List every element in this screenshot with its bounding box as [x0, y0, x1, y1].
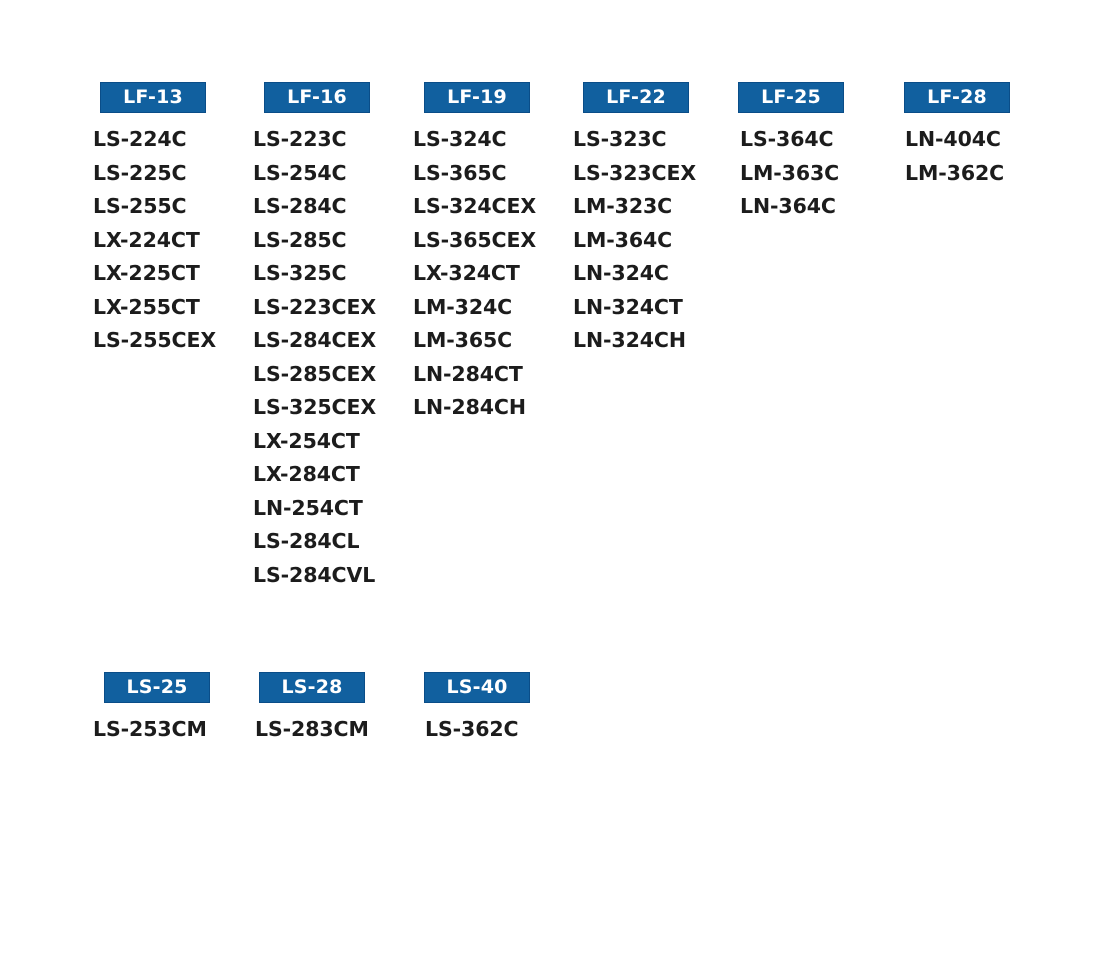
list-item: LS-325CEX	[253, 395, 377, 419]
list-item: LS-253CM	[93, 717, 207, 741]
list-item: LN-364C	[740, 194, 836, 218]
group-badge-5[interactable]: LF-28	[904, 82, 1010, 113]
group-badge-7[interactable]: LS-28	[259, 672, 365, 703]
group-item-list-4: LS-364C LM-363C LN-364C	[740, 123, 844, 224]
list-item: LS-285CEX	[253, 361, 377, 386]
list-item: LX-284CT	[253, 462, 360, 486]
list-item: LM-324C	[413, 294, 513, 319]
list-item: LS-325C	[253, 261, 347, 285]
list-item: LN-284CT	[413, 361, 523, 386]
group-badge-2[interactable]: LF-19	[424, 82, 530, 113]
list-item: LS-254C	[253, 160, 347, 185]
group-badge-4[interactable]: LF-25	[738, 82, 844, 113]
group-block-7: LS-28 LS-283CM	[255, 672, 369, 747]
list-item: LS-284CEX	[253, 328, 377, 352]
group-block-4: LF-25 LS-364C LM-363C LN-364C	[738, 82, 844, 224]
group-block-2: LF-19 LS-324C LS-365C LS-324CEX LS-365CE…	[413, 82, 536, 425]
list-item: LS-365CEX	[413, 227, 537, 252]
list-item: LS-324CEX	[413, 194, 537, 218]
list-item: LS-223CEX	[253, 294, 377, 319]
list-item: LN-284CH	[413, 395, 526, 419]
group-badge-6[interactable]: LS-25	[104, 672, 210, 703]
group-block-6: LS-25 LS-253CM	[93, 672, 210, 747]
list-item: LS-362C	[425, 717, 519, 741]
list-item: LS-255CEX	[93, 328, 217, 352]
list-item: LM-365C	[413, 328, 513, 352]
list-item: LS-364C	[740, 127, 834, 151]
group-item-list-6: LS-253CM	[93, 713, 210, 747]
group-badge-0[interactable]: LF-13	[100, 82, 206, 113]
list-item: LX-255CT	[93, 294, 200, 319]
list-item: LN-404C	[905, 127, 1001, 151]
list-item: LS-324C	[413, 127, 507, 151]
group-item-list-1: LS-223C LS-254C LS-284C LS-285C LS-325C …	[253, 123, 376, 592]
list-item: LS-323C	[573, 127, 667, 151]
list-item: LN-324C	[573, 261, 669, 285]
list-item: LS-283CM	[255, 717, 369, 741]
group-item-list-3: LS-323C LS-323CEX LM-323C LM-364C LN-324…	[573, 123, 696, 358]
list-item: LN-254CT	[253, 495, 363, 520]
list-item: LS-223C	[253, 127, 347, 151]
list-item: LS-284CVL	[253, 562, 376, 587]
list-item: LN-324CH	[573, 328, 686, 352]
list-item: LS-285C	[253, 227, 347, 252]
list-item: LS-323CEX	[573, 160, 697, 185]
list-item: LX-254CT	[253, 428, 360, 453]
group-item-list-5: LN-404C LM-362C	[905, 123, 1010, 190]
list-item: LN-324CT	[573, 294, 683, 319]
list-item: LX-225CT	[93, 261, 200, 285]
group-badge-8[interactable]: LS-40	[424, 672, 530, 703]
list-item: LM-362C	[905, 160, 1005, 185]
group-block-5: LF-28 LN-404C LM-362C	[904, 82, 1010, 190]
list-item: LM-363C	[740, 160, 840, 185]
list-item: LM-364C	[573, 227, 673, 252]
list-item: LS-284C	[253, 194, 347, 218]
group-item-list-0: LS-224C LS-225C LS-255C LX-224CT LX-225C…	[93, 123, 216, 358]
list-item: LX-324CT	[413, 261, 520, 285]
list-item: LS-224C	[93, 127, 187, 151]
group-badge-3[interactable]: LF-22	[583, 82, 689, 113]
list-item: LM-323C	[573, 194, 673, 218]
group-block-1: LF-16 LS-223C LS-254C LS-284C LS-285C LS…	[253, 82, 376, 592]
group-item-list-7: LS-283CM	[255, 713, 369, 747]
group-block-8: LS-40 LS-362C	[424, 672, 530, 747]
list-item: LS-225C	[93, 160, 187, 185]
list-item: LX-224CT	[93, 227, 200, 252]
group-item-list-2: LS-324C LS-365C LS-324CEX LS-365CEX LX-3…	[413, 123, 536, 425]
list-item: LS-365C	[413, 160, 507, 185]
group-item-list-8: LS-362C	[425, 713, 530, 747]
group-badge-1[interactable]: LF-16	[264, 82, 370, 113]
group-block-0: LF-13 LS-224C LS-225C LS-255C LX-224CT L…	[93, 82, 216, 358]
group-block-3: LF-22 LS-323C LS-323CEX LM-323C LM-364C …	[573, 82, 696, 358]
list-item: LS-255C	[93, 194, 187, 218]
list-item: LS-284CL	[253, 529, 360, 553]
